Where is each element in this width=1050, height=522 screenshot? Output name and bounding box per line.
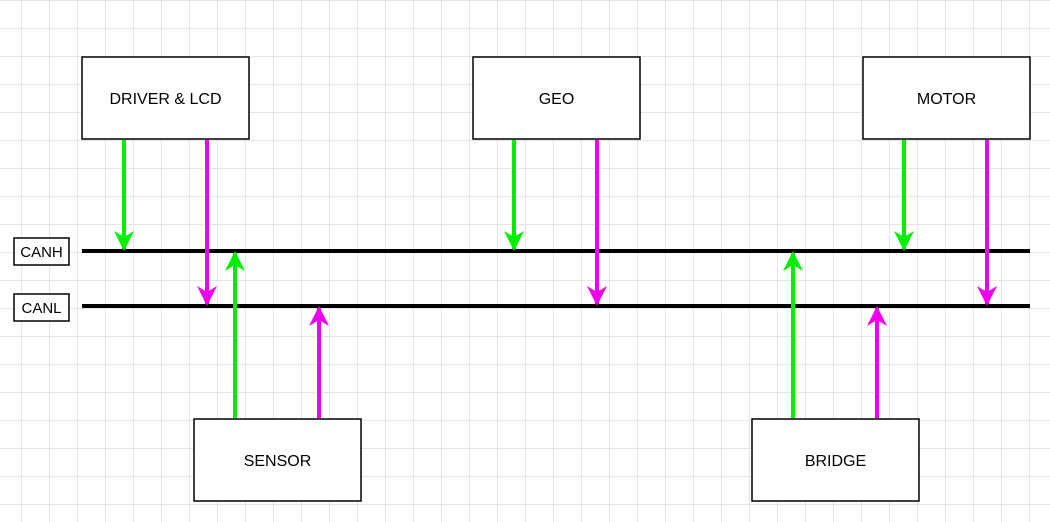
node-label-driver-lcd: DRIVER & LCD [109, 91, 221, 108]
node-sensor[interactable]: SENSOR [193, 418, 362, 502]
node-bridge[interactable]: BRIDGE [751, 418, 920, 502]
canh-label-box: CANH [13, 237, 70, 266]
canl-label-box: CANL [13, 293, 70, 322]
node-label-bridge: BRIDGE [805, 453, 866, 470]
node-motor[interactable]: MOTOR [862, 56, 1031, 140]
canh-label: CANH [20, 244, 63, 261]
node-label-geo: GEO [539, 91, 575, 108]
node-geo[interactable]: GEO [472, 56, 641, 140]
canl-label: CANL [21, 300, 61, 317]
node-label-motor: MOTOR [917, 91, 976, 108]
node-label-sensor: SENSOR [244, 453, 312, 470]
node-driver-lcd[interactable]: DRIVER & LCD [81, 56, 250, 140]
